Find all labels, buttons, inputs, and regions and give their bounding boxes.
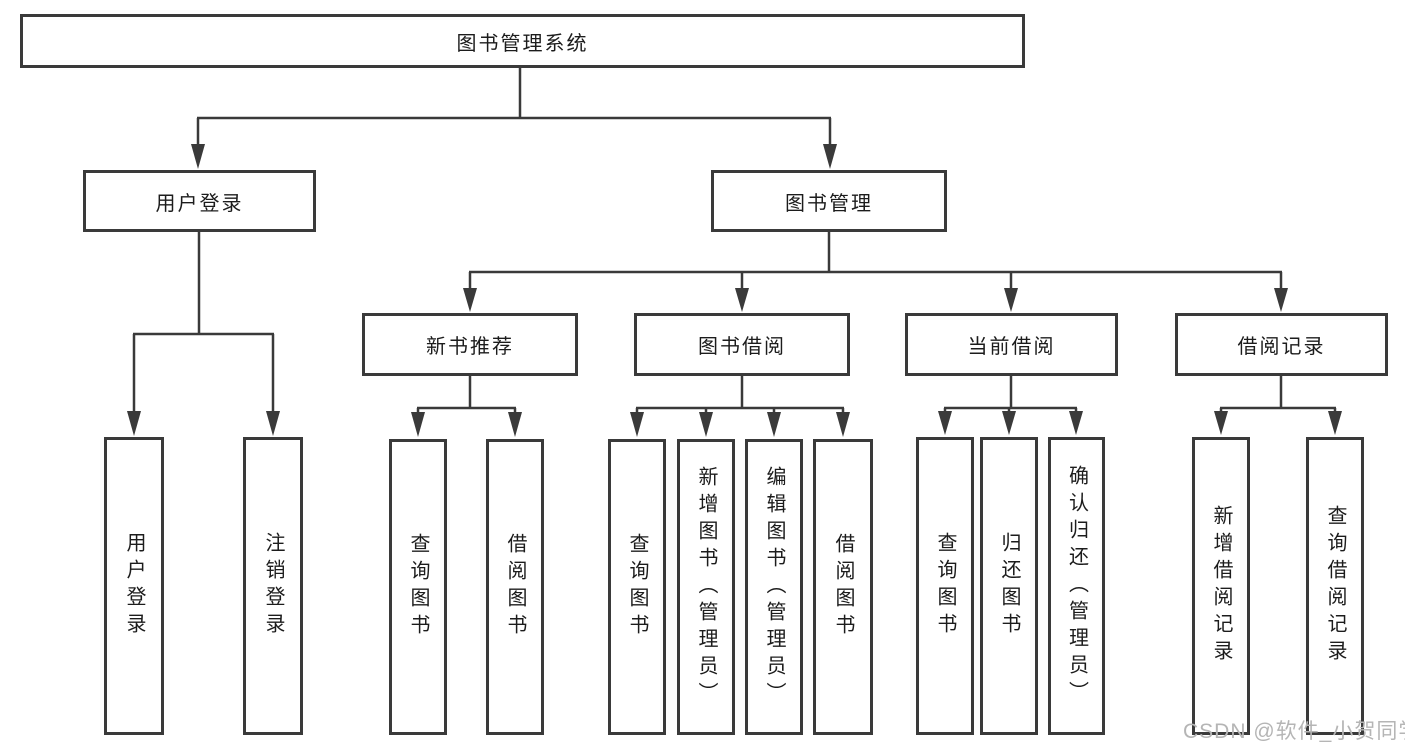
leaf-borrow-borrow-label: 借阅图书: [832, 533, 854, 641]
leaf-records-query: 查询借阅记录: [1306, 437, 1364, 735]
node-new-book-recommend: 新书推荐: [362, 313, 578, 376]
leaf-newbook-borrow-label: 借阅图书: [504, 533, 526, 641]
leaf-newbook-query: 查询图书: [389, 439, 447, 735]
leaf-borrow-query: 查询图书: [608, 439, 666, 735]
leaf-borrow-add: 新增图书（管理员）: [677, 439, 735, 735]
leaf-borrow-edit: 编辑图书（管理员）: [745, 439, 803, 735]
leaf-borrow-borrow: 借阅图书: [813, 439, 873, 735]
leaf-user-login-label: 用户登录: [123, 532, 145, 640]
node-user-login: 用户登录: [83, 170, 316, 232]
leaf-current-confirm: 确认归还（管理员）: [1048, 437, 1105, 735]
leaf-borrow-query-label: 查询图书: [626, 533, 648, 641]
leaf-current-return-label: 归还图书: [998, 532, 1020, 640]
node-book-management-label: 图书管理: [785, 192, 873, 215]
leaf-records-query-label: 查询借阅记录: [1324, 505, 1346, 667]
leaf-records-add: 新增借阅记录: [1192, 437, 1250, 735]
leaf-current-query: 查询图书: [916, 437, 974, 735]
node-borrow-records: 借阅记录: [1175, 313, 1388, 376]
leaf-current-query-label: 查询图书: [934, 532, 956, 640]
leaf-borrow-edit-label: 编辑图书（管理员）: [763, 465, 785, 709]
leaf-newbook-borrow: 借阅图书: [486, 439, 544, 735]
node-current-borrow: 当前借阅: [905, 313, 1118, 376]
node-root: 图书管理系统: [20, 14, 1025, 68]
node-borrow-records-label: 借阅记录: [1237, 336, 1326, 358]
node-book-borrow-label: 图书借阅: [698, 336, 786, 358]
csdn-watermark: CSDN @软件_小贺同学: [1183, 720, 1405, 743]
node-book-management: 图书管理: [711, 170, 947, 232]
leaf-current-return: 归还图书: [980, 437, 1038, 735]
leaf-newbook-query-label: 查询图书: [407, 533, 429, 641]
leaf-user-login: 用户登录: [104, 437, 164, 735]
node-new-book-recommend-label: 新书推荐: [426, 336, 514, 358]
node-book-borrow: 图书借阅: [634, 313, 850, 376]
leaf-logout-label: 注销登录: [262, 532, 284, 640]
leaf-borrow-add-label: 新增图书（管理员）: [695, 465, 717, 709]
node-user-login-label: 用户登录: [155, 192, 244, 215]
leaf-records-add-label: 新增借阅记录: [1210, 505, 1232, 667]
node-root-label: 图书管理系统: [456, 32, 589, 55]
leaf-logout: 注销登录: [243, 437, 303, 735]
node-current-borrow-label: 当前借阅: [967, 336, 1056, 358]
leaf-current-confirm-label: 确认归还（管理员）: [1065, 464, 1088, 708]
